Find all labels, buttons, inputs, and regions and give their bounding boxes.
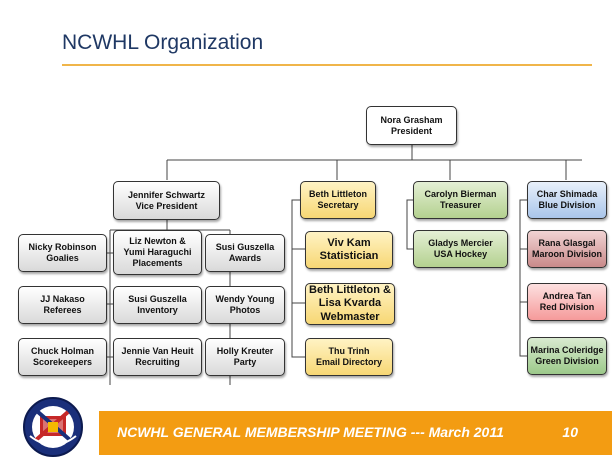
statistician-label: Viv Kam Statistician (319, 236, 379, 262)
division-box-green: Marina Coleridge Green Division (527, 337, 607, 375)
recruiting-box: Jennie Van Heuit Recruiting (113, 338, 202, 376)
slide-title: NCWHL Organization (62, 31, 264, 54)
division-label-maroon: Rana Glasgal Maroon Division (531, 238, 602, 259)
statistician-box: Viv Kam Statistician (305, 231, 393, 269)
footer-banner: NCWHL GENERAL MEMBERSHIP MEETING --- Mar… (99, 411, 612, 455)
webmaster-label: Beth Littleton & Lisa Kvarda Webmaster (309, 284, 391, 323)
awards-label: Susi Guszella Awards (215, 242, 275, 263)
scorekeepers-box: Chuck Holman Scorekeepers (18, 338, 107, 376)
president-label: Nora Grasham President (380, 114, 443, 136)
vice-president-label: Jennifer Schwartz Vice President (127, 189, 206, 211)
secretary-label: Beth Littleton Secretary (309, 189, 367, 210)
treasurer-label: Carolyn Bierman Treasurer (424, 189, 497, 210)
footer-text: NCWHL GENERAL MEMBERSHIP MEETING --- Mar… (117, 424, 504, 440)
vice-president-box: Jennifer Schwartz Vice President (113, 181, 220, 220)
president-box: Nora Grasham President (366, 106, 457, 145)
usa-hockey-box: Gladys Mercier USA Hockey (413, 230, 508, 268)
ncwhl-hockey-logo-icon (23, 397, 83, 457)
photos-box: Wendy Young Photos (205, 286, 285, 324)
page-number: 10 (562, 424, 578, 440)
usa-hockey-label: Gladys Mercier USA Hockey (428, 238, 493, 259)
email-directory-label: Thu Trinh Email Directory (315, 346, 383, 367)
division-label-green: Marina Coleridge Green Division (530, 345, 604, 366)
party-box: Holly Kreuter Party (205, 338, 285, 376)
referees-box: JJ Nakaso Referees (18, 286, 107, 324)
division-label-blue: Char Shimada Blue Division (536, 189, 598, 210)
division-label-red: Andrea Tan Red Division (539, 291, 595, 312)
division-box-red: Andrea Tan Red Division (527, 283, 607, 321)
goalies-box: Nicky Robinson Goalies (18, 234, 107, 272)
placements-box: Liz Newton & Yumi Haraguchi Placements (113, 230, 202, 275)
referees-label: JJ Nakaso Referees (40, 294, 85, 315)
awards-box: Susi Guszella Awards (205, 234, 285, 272)
recruiting-label: Jennie Van Heuit Recruiting (121, 346, 194, 367)
webmaster-box: Beth Littleton & Lisa Kvarda Webmaster (305, 283, 395, 325)
inventory-label: Susi Guszella Inventory (128, 294, 187, 315)
treasurer-box: Carolyn Bierman Treasurer (413, 181, 508, 219)
party-label: Holly Kreuter Party (216, 346, 274, 367)
inventory-box: Susi Guszella Inventory (113, 286, 202, 324)
title-underline (62, 64, 592, 66)
goalies-label: Nicky Robinson Goalies (28, 242, 97, 263)
secretary-box: Beth Littleton Secretary (300, 181, 376, 219)
email-directory-box: Thu Trinh Email Directory (305, 338, 393, 376)
division-box-maroon: Rana Glasgal Maroon Division (527, 230, 607, 268)
placements-label: Liz Newton & Yumi Haraguchi Placements (123, 236, 192, 268)
photos-label: Wendy Young Photos (215, 294, 275, 315)
division-box-blue: Char Shimada Blue Division (527, 181, 607, 219)
scorekeepers-label: Chuck Holman Scorekeepers (30, 346, 94, 367)
